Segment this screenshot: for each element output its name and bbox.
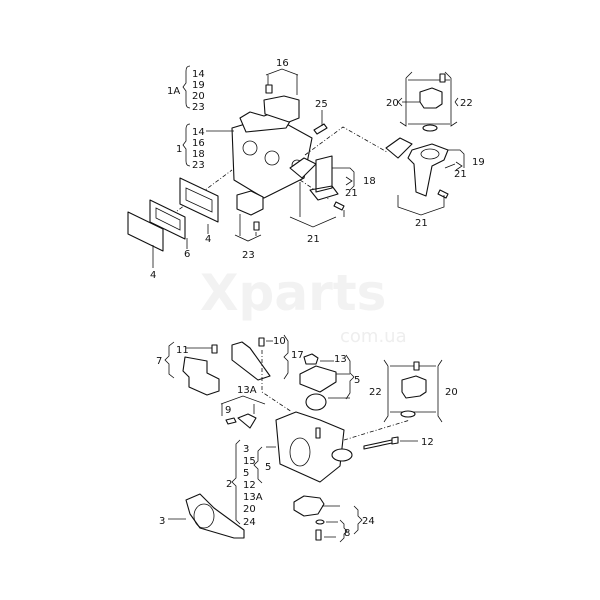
callout-21[interactable]: 21 xyxy=(307,234,320,245)
callout-12[interactable]: 12 xyxy=(421,437,434,448)
callout-item[interactable]: 24 xyxy=(243,517,256,528)
callout-21[interactable]: 21 xyxy=(415,218,428,229)
callout-item[interactable]: 20 xyxy=(243,504,256,515)
callout-9[interactable]: 9 xyxy=(225,405,231,416)
callout-22[interactable]: 22 xyxy=(369,387,382,398)
throttle-body-bottom xyxy=(275,411,353,483)
o-ring xyxy=(422,124,438,132)
screw-22 xyxy=(439,73,446,83)
callout-item[interactable]: 3 xyxy=(243,444,249,455)
manifold-flange-19 xyxy=(407,143,449,197)
callout-21[interactable]: 21 xyxy=(454,169,467,180)
callout-4[interactable]: 4 xyxy=(150,270,156,281)
bracket-16 xyxy=(263,95,300,123)
callout-item[interactable]: 23 xyxy=(192,102,205,113)
gasket-4a xyxy=(127,211,164,252)
bottom-labels: 11 7 10 17 13 5 13A 9 22 20 12 2 3 15 5 … xyxy=(156,336,458,539)
callout-item[interactable]: 19 xyxy=(192,80,205,91)
idle-valve-18 xyxy=(309,155,339,201)
nut-13 xyxy=(303,353,319,365)
bracket-17 xyxy=(231,341,271,381)
callout-10[interactable]: 10 xyxy=(273,336,286,347)
idle-valve-20 xyxy=(419,87,443,109)
callout-20[interactable]: 20 xyxy=(445,387,458,398)
brace-7 xyxy=(164,341,175,379)
callout-item[interactable]: 18 xyxy=(192,149,205,160)
screw-16 xyxy=(265,84,273,94)
bottom-assembly xyxy=(164,334,443,543)
screw-22-bottom xyxy=(413,361,420,371)
sensor-23 xyxy=(236,190,264,216)
watermark-domain: com.ua xyxy=(340,326,407,347)
brace-1a xyxy=(182,65,191,109)
callout-item[interactable]: 13A xyxy=(243,492,263,503)
spring-5 xyxy=(305,393,327,411)
callout-8[interactable]: 8 xyxy=(344,528,350,539)
callout-16[interactable]: 16 xyxy=(276,58,289,69)
callout-item[interactable]: 14 xyxy=(192,69,205,80)
callout-25[interactable]: 25 xyxy=(315,99,328,110)
sensor-24 xyxy=(293,495,325,517)
callout-item[interactable]: 20 xyxy=(192,91,205,102)
callout-item[interactable]: 23 xyxy=(192,160,205,171)
idle-valve-20-bottom xyxy=(401,375,427,399)
lever-13a xyxy=(237,413,257,429)
callout-item[interactable]: 14 xyxy=(192,127,205,138)
callout-11[interactable]: 11 xyxy=(176,345,189,356)
brace-1 xyxy=(182,123,191,167)
callout-1a[interactable]: 1A xyxy=(167,86,180,97)
callout-19[interactable]: 19 xyxy=(472,157,485,168)
callout-7[interactable]: 7 xyxy=(156,356,162,367)
callout-4[interactable]: 4 xyxy=(205,234,211,245)
callout-21[interactable]: 21 xyxy=(345,188,358,199)
callout-20[interactable]: 20 xyxy=(386,98,399,109)
top-labels: 1A 14 19 20 23 1 14 16 18 23 16 25 20 22… xyxy=(150,58,485,281)
o-ring-bottom xyxy=(400,410,416,418)
gasket-3 xyxy=(185,493,245,539)
callout-23[interactable]: 23 xyxy=(242,250,255,261)
watermark-brand: Xparts xyxy=(200,264,386,322)
callout-24[interactable]: 24 xyxy=(362,516,375,527)
bolt-25 xyxy=(313,123,328,135)
bracket-7 xyxy=(182,356,220,396)
callout-13[interactable]: 13 xyxy=(334,354,347,365)
bolt-12 xyxy=(363,436,399,450)
washer-8 xyxy=(315,519,325,525)
callout-item[interactable]: 5 xyxy=(243,468,249,479)
callout-item[interactable]: 12 xyxy=(243,480,256,491)
gasket-21-right xyxy=(385,137,413,159)
bolt-11 xyxy=(211,344,218,354)
callout-item[interactable]: 15 xyxy=(243,456,256,467)
callout-5[interactable]: 5 xyxy=(354,375,360,386)
screw-9 xyxy=(225,417,237,425)
top-assembly xyxy=(127,65,465,268)
bolt-10 xyxy=(258,337,265,347)
callout-17[interactable]: 17 xyxy=(291,350,304,361)
callout-2[interactable]: 2 xyxy=(226,479,232,490)
callout-18[interactable]: 18 xyxy=(363,176,376,187)
callout-1[interactable]: 1 xyxy=(176,144,182,155)
gasket-4b xyxy=(179,177,219,223)
throttle-body-top xyxy=(206,109,313,199)
cover-5 xyxy=(299,365,337,393)
callout-22[interactable]: 22 xyxy=(460,98,473,109)
callout-6[interactable]: 6 xyxy=(184,249,190,260)
screw-8 xyxy=(315,529,322,541)
callout-5[interactable]: 5 xyxy=(265,462,271,473)
callout-item[interactable]: 16 xyxy=(192,138,205,149)
callout-3[interactable]: 3 xyxy=(159,516,165,527)
callout-13a[interactable]: 13A xyxy=(237,385,257,396)
